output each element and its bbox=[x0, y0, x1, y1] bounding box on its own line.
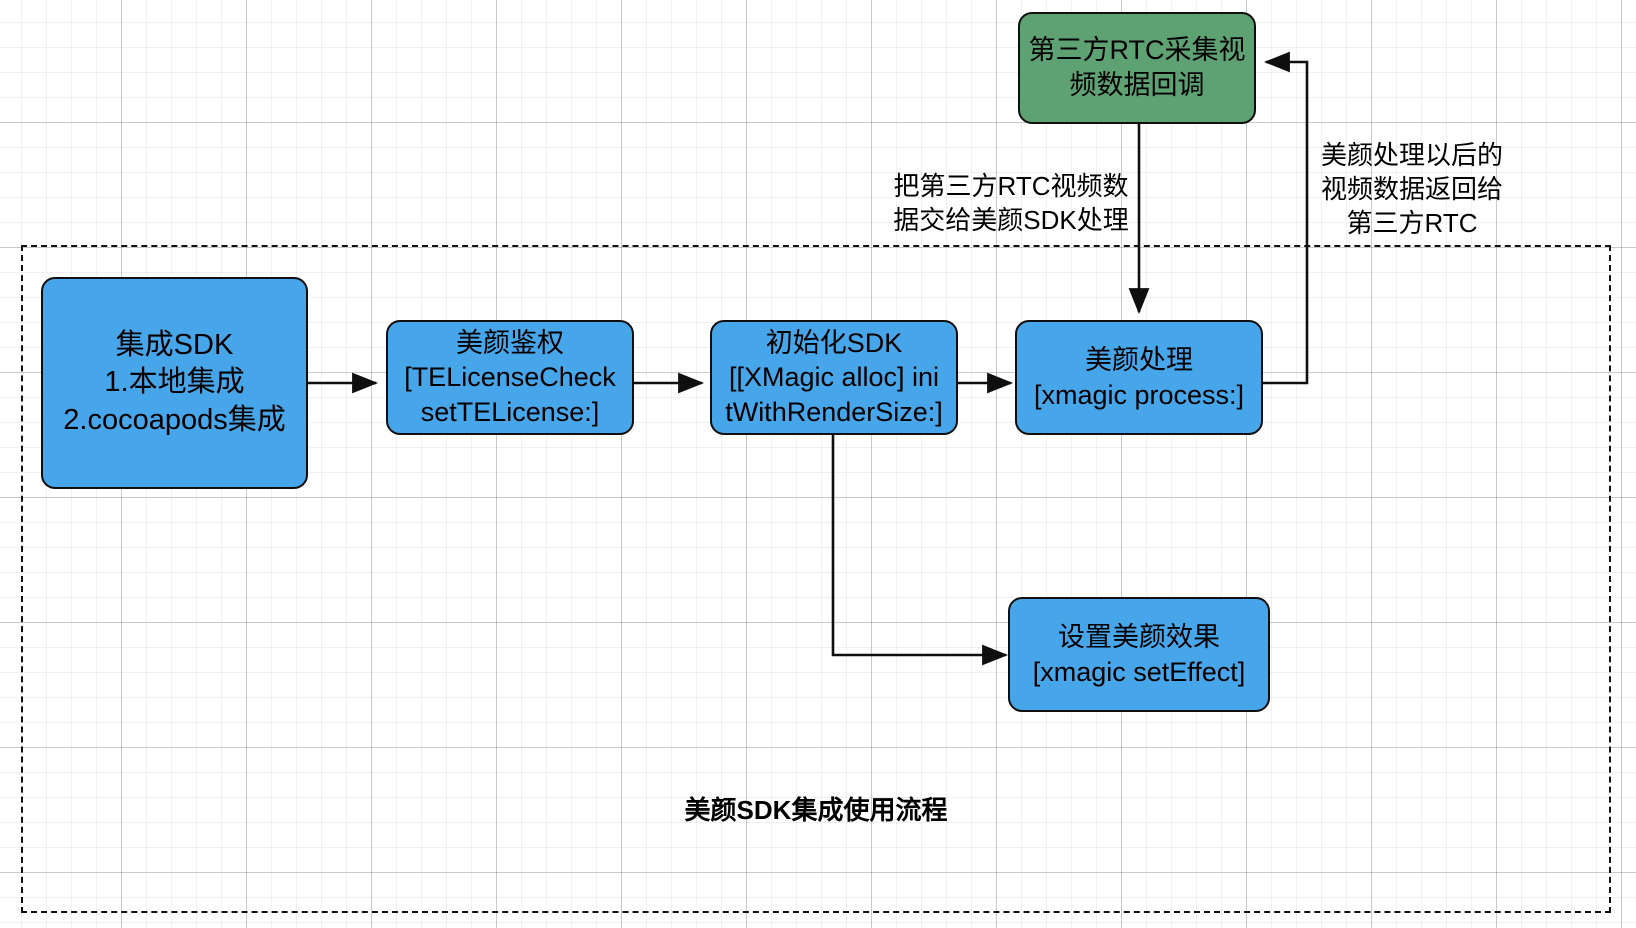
annotation-to-beauty-sdk: 把第三方RTC视频数 据交给美颜SDK处理 bbox=[893, 171, 1129, 235]
group-caption: 美颜SDK集成使用流程 bbox=[684, 795, 948, 825]
annotation-back-to-rtc: 美颜处理以后的 视频数据返回给 第三方RTC bbox=[1320, 140, 1503, 238]
node-set-beauty-effect-text: 设置美颜效果 [xmagic setEffect] bbox=[1032, 621, 1246, 687]
node-third-party-rtc-capture-text: 第三方RTC采集视 频数据回调 bbox=[1028, 35, 1246, 100]
node-third-party-rtc-capture[interactable]: 第三方RTC采集视 频数据回调 bbox=[1018, 12, 1256, 124]
node-set-beauty-effect[interactable]: 设置美颜效果 [xmagic setEffect] bbox=[1008, 597, 1270, 712]
sdk-scope-dashed-boundary bbox=[21, 245, 1611, 913]
node-integrate-sdk-text: 集成SDK 1.本地集成 2.cocoapods集成 bbox=[63, 329, 286, 436]
node-integrate-sdk[interactable]: 集成SDK 1.本地集成 2.cocoapods集成 bbox=[41, 277, 308, 489]
node-init-sdk-text: 初始化SDK [[XMagic alloc] ini tWithRenderSi… bbox=[725, 327, 943, 427]
node-beauty-process[interactable]: 美颜处理 [xmagic process:] bbox=[1015, 320, 1263, 435]
node-beauty-auth[interactable]: 美颜鉴权 [TELicenseCheck setTELicense:] bbox=[386, 320, 634, 435]
node-init-sdk[interactable]: 初始化SDK [[XMagic alloc] ini tWithRenderSi… bbox=[710, 320, 958, 435]
node-beauty-process-text: 美颜处理 [xmagic process:] bbox=[1033, 344, 1245, 410]
node-beauty-auth-text: 美颜鉴权 [TELicenseCheck setTELicense:] bbox=[404, 327, 616, 427]
